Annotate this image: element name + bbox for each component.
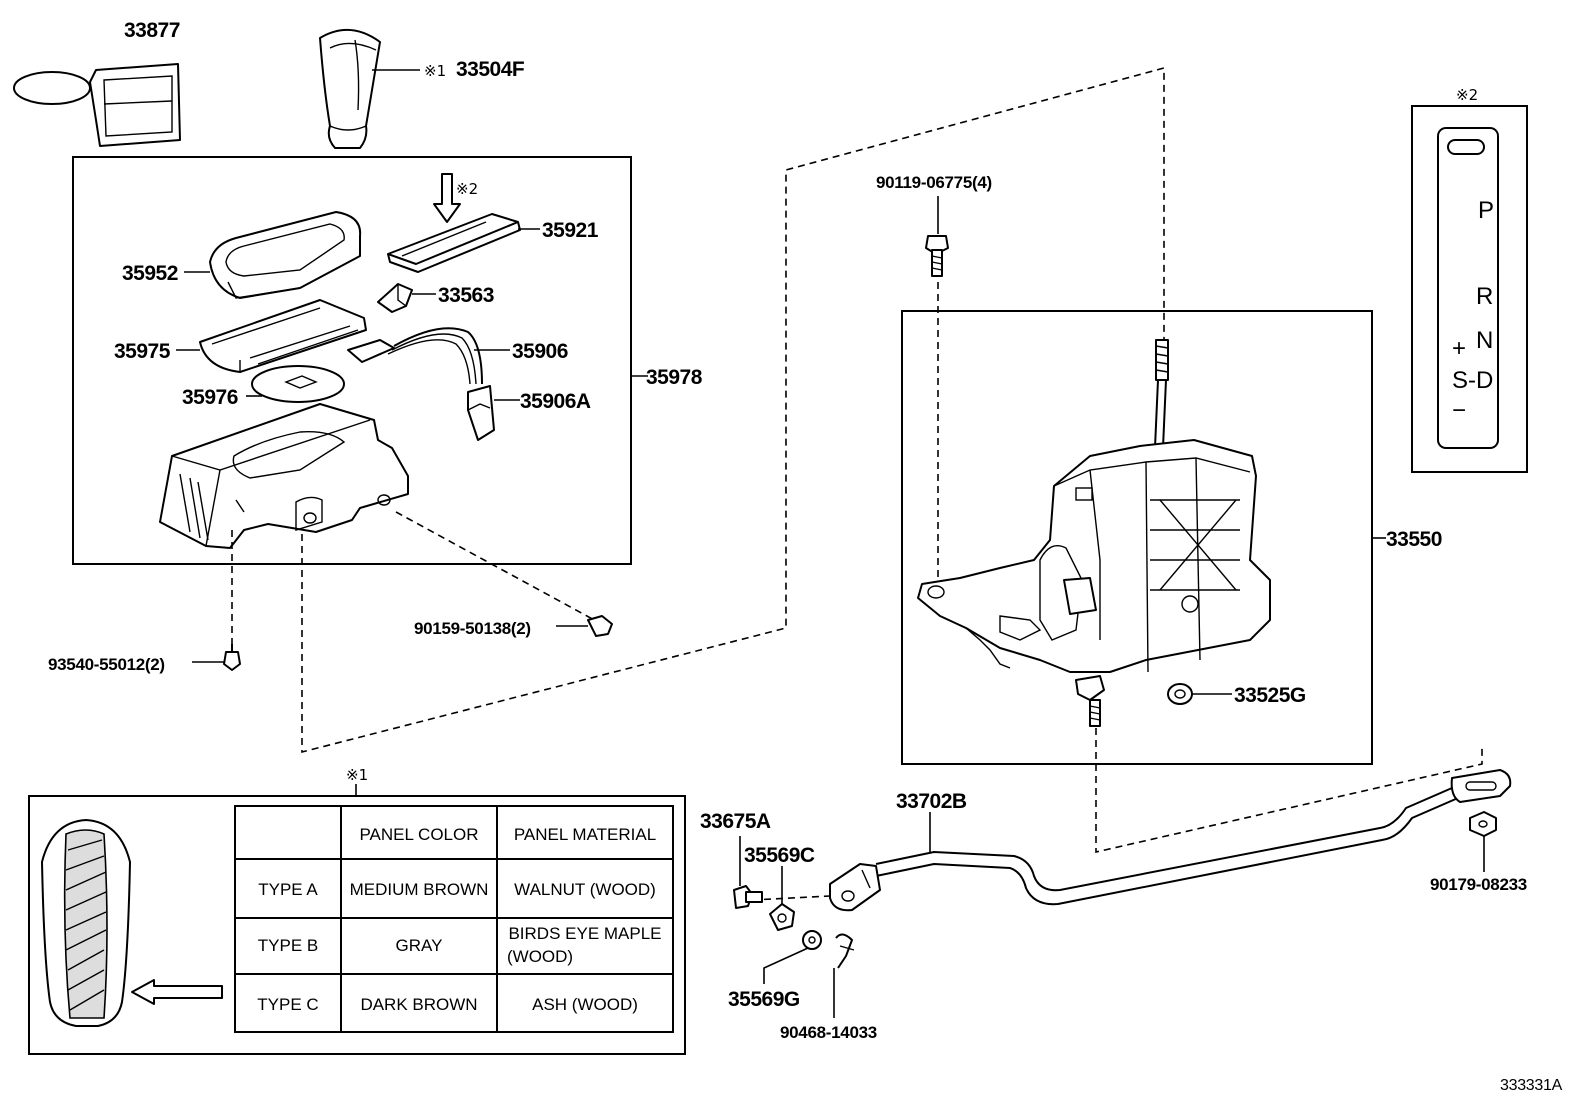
part-33525G-washer: [1167, 683, 1193, 705]
label-35569G: 35569G: [728, 988, 800, 1011]
view-arrow-note2: [433, 173, 461, 223]
part-90179-nut: [1469, 811, 1497, 837]
part-33675A-bolt: [733, 885, 763, 909]
gear-indicator-plate: [1437, 127, 1499, 449]
part-33504F-knob: [319, 28, 381, 149]
knob-panel-illustration: [41, 819, 131, 1027]
part-35921-plate: [387, 213, 521, 273]
table-cell-type-a-material: WALNUT (WOOD): [514, 880, 656, 899]
mark-note1-table: ※1: [346, 766, 368, 784]
table-cell-type-b-material-2: (WOOD): [507, 947, 573, 966]
part-90119-bolt: [925, 235, 949, 277]
table-cell-type-b: TYPE B: [258, 936, 318, 955]
label-35978: 35978: [646, 366, 703, 389]
table-cell-type-a: TYPE A: [258, 880, 318, 899]
table-cell-type-c: TYPE C: [257, 995, 318, 1014]
part-35976-disc: [251, 365, 345, 403]
table-cell-type-b-color: GRAY: [396, 936, 443, 955]
label-35921: 35921: [542, 219, 599, 242]
table-cell-type-a-color: MEDIUM BROWN: [350, 880, 489, 899]
label-35906A: 35906A: [520, 390, 591, 413]
part-35952-bezel: [209, 211, 362, 299]
panel-type-table: PANEL COLOR PANEL MATERIAL TYPE A MEDIUM…: [234, 805, 674, 1033]
label-90468-14033: 90468-14033: [780, 1023, 877, 1042]
gear-P: P: [1478, 197, 1494, 224]
mark-note1-33504F: ※1: [424, 62, 446, 80]
inset-box-note2: [1411, 105, 1528, 473]
label-90119-06775: 90119-06775(4): [876, 173, 992, 192]
label-33702B: 33702B: [896, 790, 967, 813]
table-cell-type-c-material: ASH (WOOD): [532, 995, 638, 1014]
label-35976: 35976: [182, 386, 238, 409]
label-33877: 33877: [124, 19, 180, 42]
part-90468-clip: [835, 933, 855, 969]
part-93540-screw: [223, 644, 241, 671]
mark-note2-inset: ※2: [1456, 86, 1478, 104]
label-35906: 35906: [512, 340, 568, 363]
gear-plus: +: [1452, 335, 1466, 362]
label-33563: 33563: [438, 284, 494, 307]
table-cell-type-c-color: DARK BROWN: [360, 995, 477, 1014]
assembly-box-35978: [72, 156, 632, 565]
label-35952: 35952: [122, 262, 178, 285]
table-pointer-arrow: [131, 979, 223, 1005]
part-90159-screw: [587, 615, 613, 637]
label-35569C: 35569C: [744, 844, 815, 867]
gear-minus: −: [1452, 397, 1466, 424]
label-33550: 33550: [1386, 528, 1442, 551]
label-90179-08233: 90179-08233: [1430, 875, 1527, 894]
assembly-dashed-link: [301, 66, 1165, 754]
table-header-panel-material: PANEL MATERIAL: [514, 825, 656, 844]
table-cell-type-b-material: BIRDS EYE MAPLE: [508, 924, 661, 943]
part-33563-clip: [377, 283, 413, 313]
part-33550-shift-lever-assembly: [917, 339, 1271, 727]
label-35975: 35975: [114, 340, 171, 363]
label-90159-50138: 90159-50138(2): [414, 619, 531, 638]
table-box-note1: [28, 795, 686, 1055]
diagram-id: 333331A: [1500, 1077, 1563, 1094]
label-33525G: 33525G: [1234, 684, 1306, 707]
label-33504F: 33504F: [456, 58, 525, 81]
gear-N: N: [1476, 327, 1493, 354]
part-shift-housing: [159, 403, 409, 549]
label-33675A: 33675A: [700, 810, 771, 833]
part-33877-tag: [13, 63, 181, 147]
part-35975-cover: [199, 299, 367, 373]
label-93540-55012: 93540-55012(2): [48, 655, 165, 674]
part-35569C-bushing: [769, 903, 795, 931]
mark-note2-arrow: ※2: [456, 180, 478, 198]
part-35906A-connector: [467, 385, 495, 441]
table-header-panel-color: PANEL COLOR: [359, 825, 478, 844]
part-35906-switch: [347, 327, 483, 385]
part-35569G-bushing: [802, 930, 822, 950]
part-33702B-cable: [829, 769, 1512, 912]
gear-S-D: S-D: [1452, 367, 1493, 394]
gear-R: R: [1476, 283, 1493, 310]
